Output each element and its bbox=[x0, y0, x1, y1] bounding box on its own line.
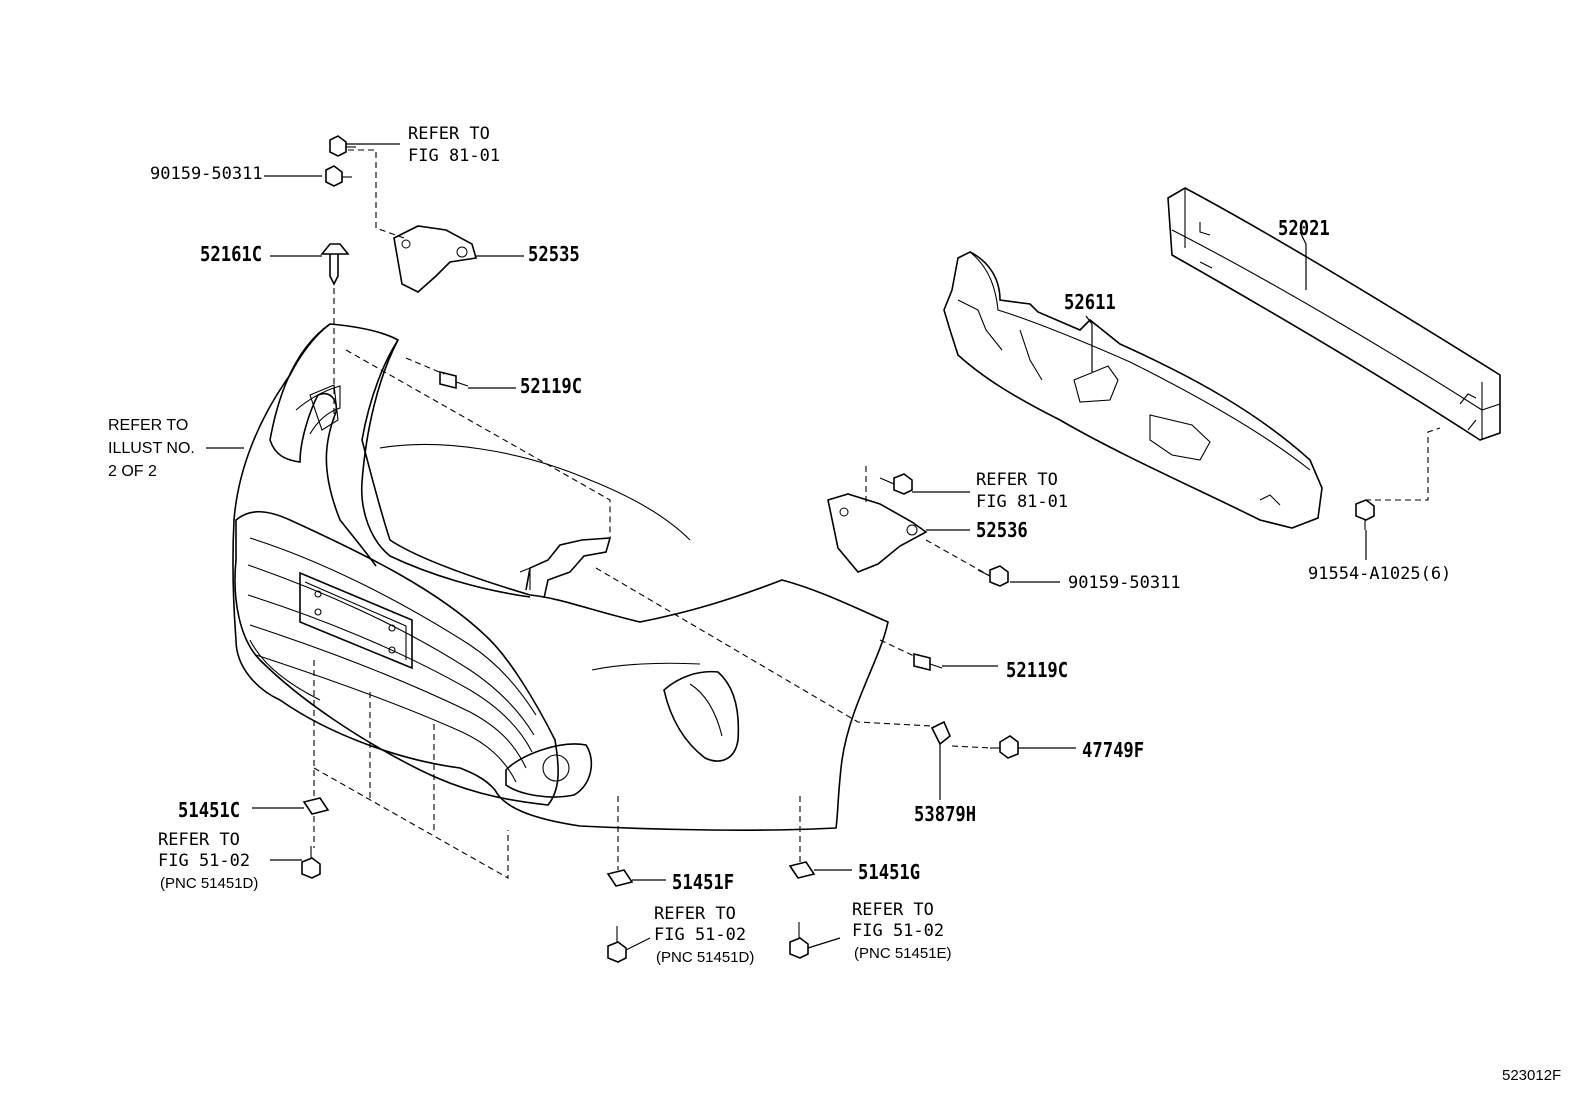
part-number-53879h[interactable]: 53879H bbox=[914, 802, 977, 826]
pnc-reference-label: (PNC 51451D) bbox=[160, 875, 259, 892]
leader-lines bbox=[206, 143, 1367, 951]
part-number-52535[interactable]: 52535 bbox=[528, 242, 580, 266]
fasteners bbox=[301, 135, 1375, 963]
assembly-lines bbox=[313, 149, 1441, 879]
refer-to-label: REFER TO bbox=[654, 904, 736, 924]
bracket-52536 bbox=[827, 493, 928, 573]
illustration-page-label: 2 OF 2 bbox=[108, 463, 157, 480]
part-number-52119c-top[interactable]: 52119C bbox=[520, 374, 583, 398]
fig-reference-link[interactable]: FIG 51-02 bbox=[158, 851, 251, 871]
part-number-90159-50311-mid[interactable]: 90159-50311 bbox=[1068, 573, 1181, 593]
refer-to-label: REFER TO bbox=[852, 900, 934, 920]
part-number-51451f[interactable]: 51451F bbox=[672, 870, 735, 894]
illustration-reference-link[interactable]: ILLUST NO. bbox=[108, 440, 195, 457]
part-number-47749f[interactable]: 47749F bbox=[1082, 738, 1145, 762]
fig-reference-link[interactable]: FIG 81-01 bbox=[408, 146, 501, 166]
part-number-52161c[interactable]: 52161C bbox=[200, 242, 263, 266]
fig-reference-link[interactable]: FIG 51-02 bbox=[654, 925, 747, 945]
diagram-code: 523012F bbox=[1502, 1067, 1562, 1084]
part-number-51451c[interactable]: 51451C bbox=[178, 798, 241, 822]
part-number-91554-a1025[interactable]: 91554-A1025(6) bbox=[1308, 564, 1452, 584]
part-number-52536[interactable]: 52536 bbox=[976, 518, 1028, 542]
bracket-52535 bbox=[393, 225, 478, 293]
pnc-reference-label: (PNC 51451E) bbox=[854, 945, 952, 962]
refer-to-label: REFER TO bbox=[976, 470, 1058, 490]
bumper-reinforcement bbox=[1167, 187, 1501, 441]
part-number-51451g[interactable]: 51451G bbox=[858, 860, 921, 884]
pnc-reference-label: (PNC 51451D) bbox=[656, 949, 755, 966]
fig-reference-link[interactable]: FIG 51-02 bbox=[852, 921, 945, 941]
refer-to-label: REFER TO bbox=[408, 124, 490, 144]
refer-to-label: REFER TO bbox=[108, 417, 189, 434]
bumper-cover bbox=[232, 323, 889, 831]
refer-to-label: REFER TO bbox=[158, 830, 240, 850]
part-number-90159-50311-top[interactable]: 90159-50311 bbox=[150, 164, 263, 184]
energy-absorber bbox=[943, 251, 1323, 529]
part-number-52119c-mid[interactable]: 52119C bbox=[1006, 658, 1069, 682]
part-number-52611[interactable]: 52611 bbox=[1064, 290, 1116, 314]
fig-reference-link[interactable]: FIG 81-01 bbox=[976, 492, 1069, 512]
part-number-52021[interactable]: 52021 bbox=[1278, 216, 1330, 240]
